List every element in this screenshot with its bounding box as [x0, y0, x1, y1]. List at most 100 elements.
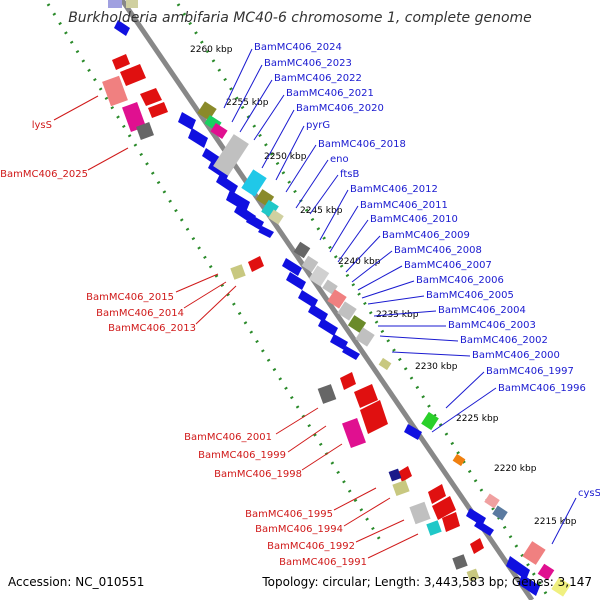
gene-label[interactable]: BamMC406_1995 — [245, 509, 333, 520]
gene-label[interactable]: BamMC406_2021 — [286, 88, 374, 99]
gene-reverse — [248, 256, 264, 272]
gene-reverse — [340, 372, 356, 390]
feature-box — [355, 327, 375, 347]
feature-box — [122, 102, 146, 132]
leader-line — [319, 189, 349, 241]
gene-reverse — [360, 400, 388, 434]
gene-label[interactable]: BamMC406_2005 — [426, 290, 514, 301]
gene-label[interactable]: BamMC406_1998 — [214, 469, 302, 480]
gene-label[interactable]: BamMC406_2013 — [108, 323, 196, 334]
feature-box — [136, 122, 154, 140]
gene-forward — [474, 520, 494, 536]
feature-box — [102, 75, 128, 107]
gene-label[interactable]: BamMC406_2002 — [460, 335, 548, 346]
gene-label[interactable]: BamMC406_2006 — [416, 275, 504, 286]
feature-box — [452, 554, 468, 570]
leader-line — [337, 219, 369, 263]
leader-line — [87, 147, 129, 171]
scale-mark: 2255 kbp — [226, 98, 269, 108]
leader-line — [351, 250, 393, 283]
gene-label[interactable]: ftsB — [340, 169, 359, 180]
gene-label[interactable]: BamMC406_1996 — [498, 383, 586, 394]
scale-mark: 2215 kbp — [534, 517, 577, 527]
feature-box — [452, 453, 466, 467]
gene-label[interactable]: BamMC406_2015 — [86, 292, 174, 303]
leader-line — [367, 533, 419, 559]
gene-label[interactable]: BamMC406_2024 — [254, 42, 342, 53]
leader-line — [239, 79, 273, 133]
gene-forward — [188, 128, 208, 148]
feature-box — [210, 122, 228, 140]
gene-label[interactable]: BamMC406_2009 — [382, 230, 470, 241]
gene-reverse — [398, 466, 412, 482]
gene-label[interactable]: BamMC406_1994 — [255, 524, 343, 535]
gene-label[interactable]: BamMC406_2022 — [274, 73, 362, 84]
feature-box — [308, 265, 330, 287]
feature-box — [421, 411, 439, 431]
leader-line — [301, 443, 343, 471]
gene-label[interactable]: BamMC406_2003 — [448, 320, 536, 331]
gene-forward — [466, 508, 486, 526]
feature-box — [317, 384, 337, 404]
gene-label[interactable]: BamMC406_2014 — [96, 308, 184, 319]
gene-label[interactable]: BamMC406_2011 — [360, 200, 448, 211]
gene-label[interactable]: pyrG — [306, 120, 330, 131]
leader-line — [295, 159, 329, 209]
gene-label[interactable]: BamMC406_2023 — [264, 58, 352, 69]
gene-label[interactable]: cysS — [578, 488, 600, 499]
gene-forward — [216, 174, 238, 194]
gene-forward — [342, 346, 360, 360]
leader-line — [361, 280, 415, 299]
gene-reverse — [112, 54, 130, 70]
gene-forward — [298, 290, 318, 308]
leader-line — [345, 235, 381, 273]
feature-box — [484, 493, 500, 509]
feature-box — [347, 315, 367, 333]
reverse-feature-boxes — [102, 75, 480, 582]
leader-line — [355, 519, 405, 543]
leader-line — [309, 174, 339, 215]
gene-forward — [246, 214, 264, 230]
gene-label[interactable]: BamMC406_2018 — [318, 139, 406, 150]
feature-box — [197, 101, 217, 121]
leader-line — [223, 48, 253, 109]
feature-box — [108, 0, 122, 8]
gene-label[interactable]: BamMC406_2025 — [0, 169, 88, 180]
gene-label[interactable]: BamMC406_1992 — [267, 541, 355, 552]
leader-line — [195, 285, 237, 325]
gene-label[interactable]: BamMC406_2000 — [472, 350, 560, 361]
genome-backbone — [119, 0, 535, 600]
feature-box — [378, 357, 392, 371]
feature-box — [409, 501, 431, 525]
accession-text: Accession: NC_010551 — [8, 575, 144, 589]
gene-label[interactable]: BamMC406_1991 — [279, 557, 367, 568]
gene-label[interactable]: BamMC406_2004 — [438, 305, 526, 316]
feature-box — [261, 199, 279, 219]
gene-label[interactable]: BamMC406_2007 — [404, 260, 492, 271]
gene-label[interactable]: BamMC406_2010 — [370, 214, 458, 225]
leader-line — [357, 265, 403, 291]
feature-box — [466, 568, 480, 582]
reverse-genes — [112, 54, 484, 554]
gene-label[interactable]: lysS — [32, 120, 52, 131]
leader-line — [367, 295, 425, 305]
gene-label[interactable]: BamMC406_2008 — [394, 245, 482, 256]
gene-forward — [258, 226, 274, 238]
gene-reverse — [432, 496, 456, 520]
gene-label[interactable]: BamMC406_2012 — [350, 184, 438, 195]
gene-label[interactable]: eno — [330, 154, 349, 165]
feature-box — [322, 279, 338, 295]
gene-label[interactable]: BamMC406_2020 — [296, 103, 384, 114]
gene-forward — [178, 112, 196, 130]
gene-reverse — [354, 384, 378, 408]
gene-reverse — [140, 88, 162, 106]
gene-label[interactable]: BamMC406_1999 — [198, 450, 286, 461]
gene-forward — [506, 556, 530, 580]
gene-label[interactable]: BamMC406_1997 — [486, 366, 574, 377]
gene-label[interactable]: BamMC406_2001 — [184, 432, 272, 443]
feature-box — [522, 541, 546, 565]
feature-box — [426, 520, 442, 536]
leader-line — [53, 95, 99, 121]
feature-box — [230, 264, 246, 280]
